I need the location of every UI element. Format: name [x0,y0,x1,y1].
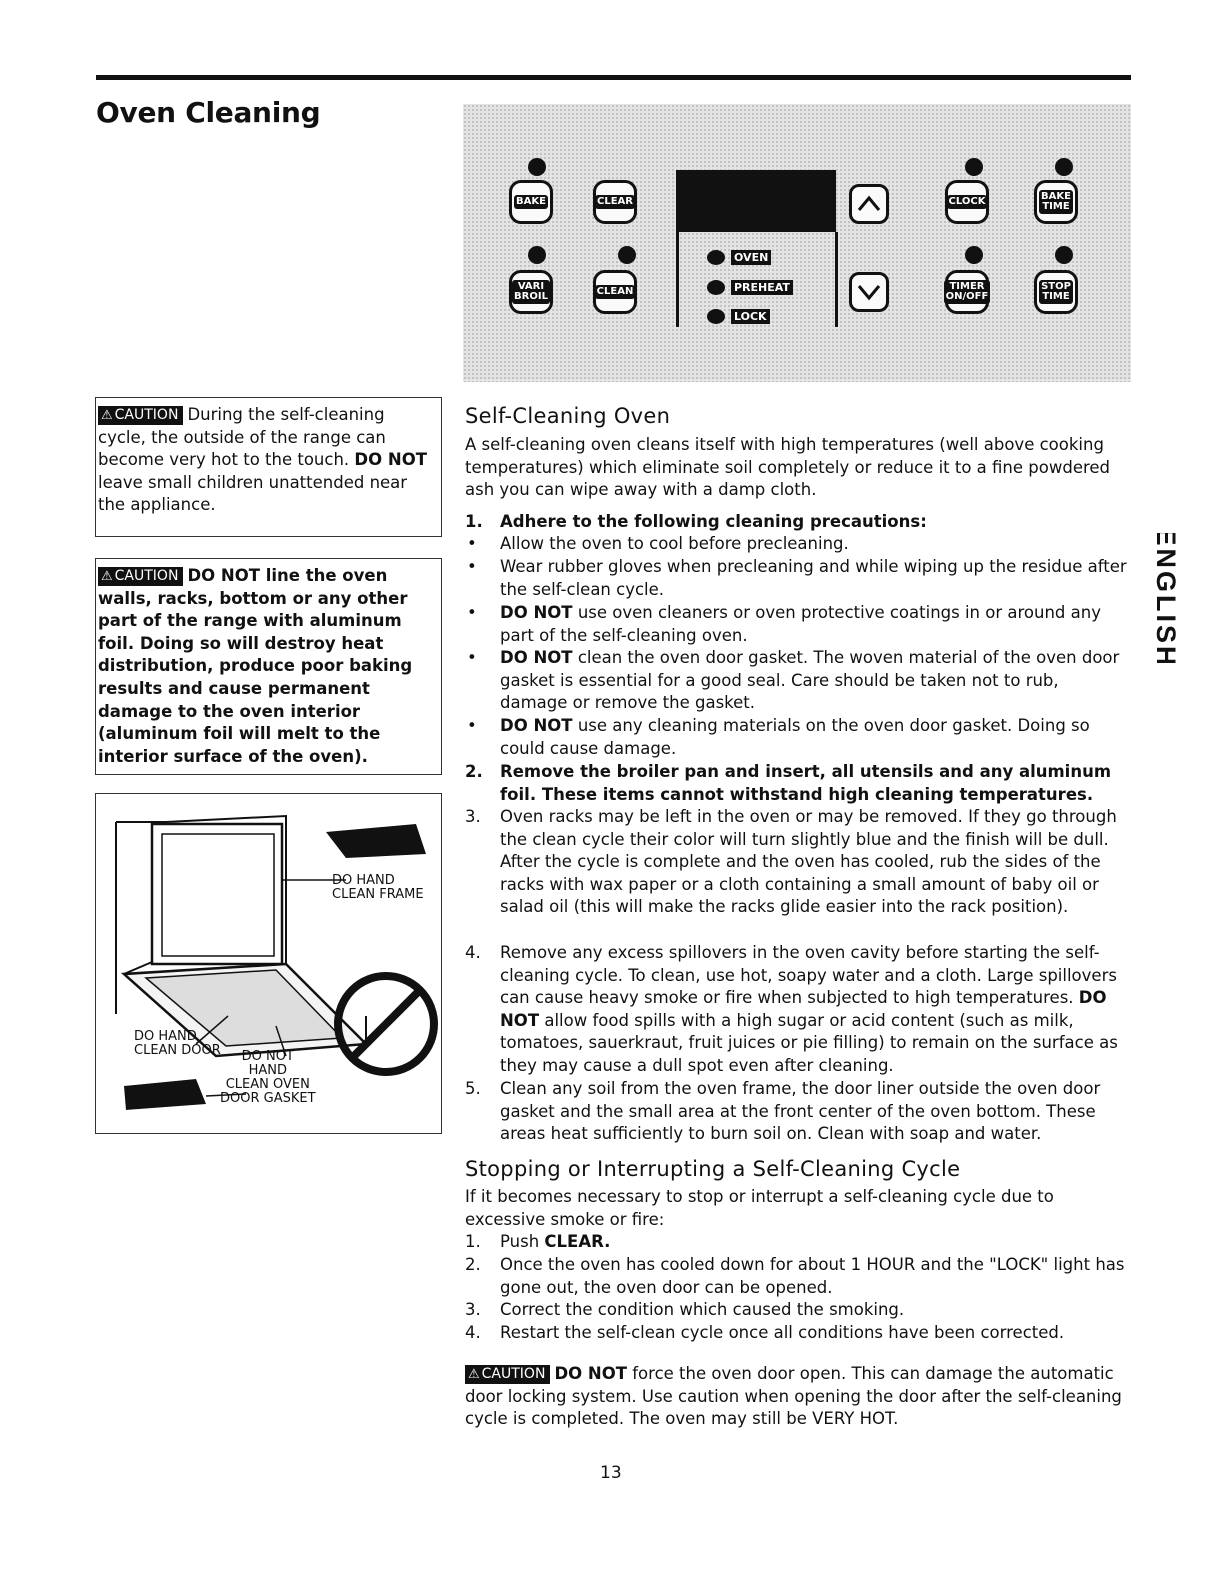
warning-triangle-icon: ⚠ [101,569,113,584]
section-heading-self-cleaning: Self-Cleaning Oven [465,404,671,428]
clock-pad-label: CLOCK [946,195,988,209]
svg-text:ENGLISH: ENGLISH [1151,533,1181,663]
indicator-dot [1055,246,1073,264]
up-arrow-icon [857,195,881,211]
caution-badge: ⚠CAUTION [98,406,184,425]
panel-divider [835,232,838,327]
step-2: 2.Remove the broiler pan and insert, all… [465,762,1112,804]
oven-display [676,170,836,232]
clean-pad: CLEAN [593,270,637,314]
page-number: 13 [600,1463,622,1483]
clock-pad: CLOCK [945,180,989,224]
caution-badge: ⚠CAUTION [98,567,184,586]
bake-pad-label: BAKE [514,195,548,209]
caution-text-rest: leave small children unattended near the… [98,472,408,515]
warning-triangle-icon: ⚠ [468,1367,480,1382]
clean-pad-label: CLEAN [594,285,636,299]
self-cleaning-intro: A self-cleaning oven cleans itself with … [465,435,1111,500]
indicator-dot [1055,158,1073,176]
oven-indicator: OVEN [707,250,772,265]
caution-text: During the self-cleaning cycle, the outs… [98,405,386,470]
step-3: 3.Oven racks may be left in the oven or … [465,807,1117,917]
precaution-bullet: •DO NOT use any cleaning materials on th… [467,716,1090,758]
down-arrow-icon [857,285,881,301]
caution-emphasis: DO NOT [354,450,427,470]
clear-pad: CLEAR [593,180,637,224]
caution-badge: ⚠CAUTION [465,1365,551,1384]
page-title: Oven Cleaning [96,96,321,129]
precaution-bullet: •DO NOT use oven cleaners or oven protec… [467,603,1101,645]
precaution-bullet: •Allow the oven to cool before precleani… [467,534,849,553]
stop-step-4: 4.Restart the self-clean cycle once all … [465,1323,1065,1342]
warning-triangle-icon: ⚠ [101,408,113,423]
step-1: 1.Adhere to the following cleaning preca… [465,512,927,531]
step-5: 5.Clean any soil from the oven frame, th… [465,1079,1101,1144]
bake-pad: BAKE [509,180,553,224]
language-side-tab: ENGLISH [1151,533,1181,663]
up-arrow-pad [849,184,889,224]
precaution-bullet: •Wear rubber gloves when precleaning and… [467,557,1127,599]
header-rule [96,75,1131,80]
indicator-dot [528,246,546,264]
stopping-intro: If it becomes necessary to stop or inter… [465,1187,1054,1229]
down-arrow-pad [849,272,889,312]
lock-indicator: LOCK [707,309,770,324]
step-4: 4.Remove any excess spillovers in the ov… [465,943,1118,1075]
clear-pad-label: CLEAR [595,195,635,209]
stop-step-3: 3.Correct the condition which caused the… [465,1300,905,1319]
section-heading-stopping: Stopping or Interrupting a Self-Cleaning… [465,1157,961,1181]
oven-drawing [115,814,438,1110]
indicator-dot [965,246,983,264]
caution-text: DO NOT line the oven walls, racks, botto… [98,566,413,766]
precaution-bullet: •DO NOT clean the oven door gasket. The … [467,648,1120,713]
panel-divider [676,232,679,327]
indicator-dot [528,158,546,176]
preheat-indicator: PREHEAT [707,280,793,295]
indicator-dot [618,246,636,264]
indicator-dot [965,158,983,176]
stop-step-1: 1.Push CLEAR. [465,1232,611,1251]
stop-step-2: 2.Once the oven has cooled down for abou… [465,1255,1125,1297]
